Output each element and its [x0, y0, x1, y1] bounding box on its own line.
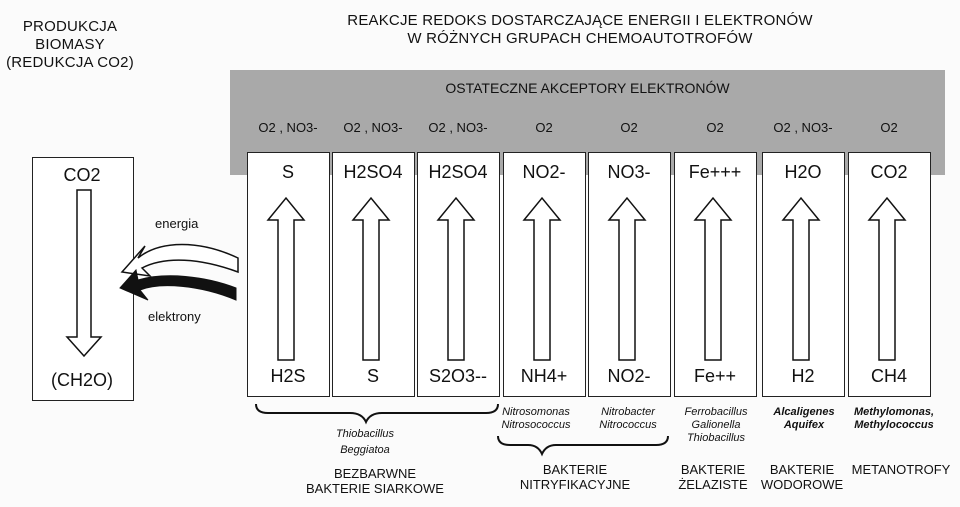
bottom-formula-8: CH4: [870, 366, 907, 386]
acceptor-label-3: O2 , NO3-: [428, 120, 488, 135]
up-arrow-icon-6: [693, 196, 733, 361]
species-ferrobacillus: Ferrobacillus: [684, 406, 748, 418]
group-methanotrophs: METANOTROFY: [851, 462, 951, 477]
acceptor-label-7: O2 , NO3-: [773, 120, 833, 135]
species-beggiatoa: Beggiatoa: [340, 444, 390, 456]
bottom-formula-7: H2: [791, 366, 815, 386]
species-thiobacillus-beggiatoa: Thiobacillus Beggiatoa: [315, 428, 415, 457]
species-aquifex: Aquifex: [783, 419, 825, 431]
group-nitrif-line2: NITRYFIKACYJNE: [519, 477, 631, 492]
top-formula-7: H2O: [784, 162, 822, 182]
species-methylococcus: Methylococcus: [854, 419, 934, 431]
group-iron: BAKTERIE ŻELAZISTE: [668, 462, 758, 492]
species-methano-group: Methylomonas, Methylococcus: [842, 406, 946, 432]
acceptor-label-6: O2: [706, 120, 724, 135]
biomass-header-line2: BIOMASY: [35, 36, 105, 53]
up-arrow-icon-4: [522, 196, 562, 361]
species-alcaligenes: Alcaligenes: [773, 406, 835, 418]
acceptor-label-5: O2: [620, 120, 638, 135]
up-arrow-icon-8: [867, 196, 907, 361]
bottom-formula-3: S2O3--: [428, 366, 488, 386]
top-formula-8: CO2: [870, 162, 908, 182]
electron-arrow-icon: [119, 268, 237, 301]
main-title-line2: W RÓŻNYCH GRUPACH CHEMOAUTOTROFÓW: [407, 30, 753, 47]
up-arrow-icon-2: [351, 196, 391, 361]
up-arrow-icon-5: [607, 196, 647, 361]
top-formula-1: S: [281, 162, 294, 182]
bottom-formula-5: NO2-: [607, 366, 651, 386]
group-nitrifying: BAKTERIE NITRYFIKACYJNE: [510, 462, 640, 492]
band-title: OSTATECZNE AKCEPTORY ELEKTRONÓW: [445, 80, 730, 96]
species-galionella: Galionella: [691, 419, 741, 431]
bracket-nitrif: [497, 435, 669, 457]
group-sulfur: BEZBARWNE BAKTERIE SIARKOWE: [290, 466, 460, 496]
biomass-top-formula: CO2: [63, 165, 101, 185]
species-nitrobacter: Nitrobacter: [601, 406, 655, 418]
species-nitrosomonas-group: Nitrosomonas Nitrosococcus: [486, 406, 586, 432]
biomass-header: PRODUKCJA BIOMASY (REDUKCJA CO2): [0, 18, 140, 72]
group-sulfur-line2: BAKTERIE SIARKOWE: [306, 481, 444, 496]
top-formula-5: NO3-: [607, 162, 651, 182]
top-formula-4: NO2-: [522, 162, 566, 182]
top-formula-2: H2SO4: [343, 162, 403, 182]
group-nitrif-line1: BAKTERIE: [542, 462, 608, 477]
up-arrow-icon-7: [781, 196, 821, 361]
group-hydrogen: BAKTERIE WODOROWE: [756, 462, 848, 492]
biomass-header-line3: (REDUKCJA CO2): [6, 54, 134, 71]
acceptor-label-8: O2: [880, 120, 898, 135]
top-formula-3: H2SO4: [428, 162, 488, 182]
species-nitrobacter-group: Nitrobacter Nitrococcus: [580, 406, 676, 432]
acceptor-label-4: O2: [535, 120, 553, 135]
group-sulfur-line1: BEZBARWNE: [333, 466, 417, 481]
up-arrow-icon-1: [266, 196, 306, 361]
column-box-1: [247, 152, 330, 397]
up-arrow-icon-3: [436, 196, 476, 361]
species-thiobacillus: Thiobacillus: [335, 428, 395, 440]
top-formula-6: Fe+++: [688, 162, 742, 182]
species-hydrogen-group: Alcaligenes Aquifex: [756, 406, 852, 432]
group-hydrogen-line1: BAKTERIE: [769, 462, 835, 477]
group-iron-line2: ŻELAZISTE: [678, 477, 748, 492]
main-title-line1: REAKCJE REDOKS DOSTARCZAJĄCE ENERGII I E…: [347, 12, 813, 29]
bottom-formula-2: S: [366, 366, 379, 386]
species-nitrococcus: Nitrococcus: [599, 419, 657, 431]
species-methylomonas: Methylomonas,: [853, 406, 935, 418]
bottom-formula-1: H2S: [270, 366, 306, 386]
biomass-bottom-formula: (CH2O): [51, 370, 113, 390]
energy-label: energia: [155, 216, 199, 231]
species-nitrosomonas: Nitrosomonas: [502, 406, 570, 418]
species-nitrosococcus: Nitrosococcus: [501, 419, 571, 431]
group-hydrogen-line2: WODOROWE: [760, 477, 844, 492]
bottom-formula-4: NH4+: [520, 366, 568, 386]
species-iron-group: Ferrobacillus Galionella Thiobacillus: [668, 406, 764, 445]
acceptor-label-2: O2 , NO3-: [343, 120, 403, 135]
main-title: REAKCJE REDOKS DOSTARCZAJĄCE ENERGII I E…: [260, 12, 900, 48]
bottom-formula-6: Fe++: [693, 366, 737, 386]
acceptor-label-1: O2 , NO3-: [258, 120, 318, 135]
biomass-header-line1: PRODUKCJA: [22, 18, 118, 35]
species-thiobacillus-2: Thiobacillus: [686, 432, 746, 444]
bracket-sulfur: [255, 403, 499, 425]
electrons-label: elektrony: [148, 309, 201, 324]
down-arrow-icon: [65, 189, 103, 358]
energy-arrow-icon: [120, 243, 239, 278]
group-iron-line1: BAKTERIE: [680, 462, 746, 477]
